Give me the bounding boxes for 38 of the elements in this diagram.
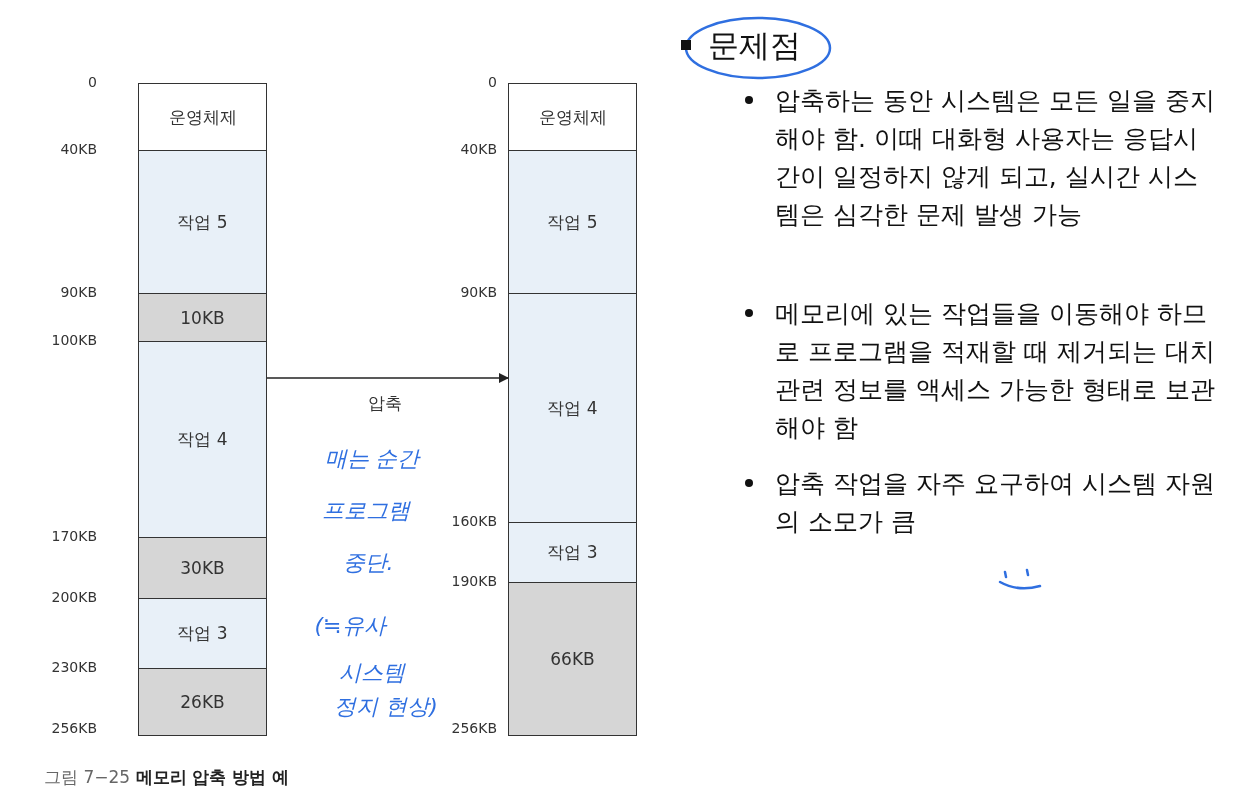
memory-block: 작업 5 [508,150,637,294]
bullet-text: 압축 작업을 자주 요구하여 시스템 자원의 소모가 큼 [775,468,1216,538]
handwritten-note: 시스템 [338,659,407,687]
memory-block: 작업 3 [508,522,637,583]
address-label: 40KB [60,141,97,157]
free-memory-block: 26KB [138,668,267,736]
address-label: 0 [488,74,497,90]
address-label: 200KB [51,589,97,605]
bullet-text: 압축하는 동안 시스템은 모든 일을 중지해야 함. 이때 대화형 사용자는 응답시간이 일정하지 않게 되고, 실시간 시스템은 심각한 문제 발생 가능 [775,85,1216,231]
handwritten-note: 프로그램 [321,497,412,525]
address-label: 170KB [51,528,97,544]
address-label: 256KB [51,720,97,736]
memory-block: 작업 5 [138,150,267,294]
figure-caption: 그림 7−25 메모리 압축 방법 예 [44,766,290,789]
handwritten-note: 정지 현상) [333,693,439,721]
memory-block: 운영체제 [138,83,267,151]
address-label: 0 [88,74,97,90]
address-label: 190KB [451,573,497,589]
memory-block: 작업 3 [138,598,267,669]
address-label: 256KB [451,720,497,736]
address-label: 100KB [51,332,97,348]
handwritten-note: 매는 순간 [323,445,422,473]
free-memory-block: 30KB [138,537,267,599]
memory-block: 작업 4 [138,341,267,538]
free-memory-block: 10KB [138,293,267,342]
address-label: 90KB [60,284,97,300]
address-label: 90KB [460,284,497,300]
address-label: 230KB [51,659,97,675]
arrow [266,372,510,384]
bullet-text: 메모리에 있는 작업들을 이동해야 하므로 프로그램을 적재할 때 제거되는 대치 관련 정보를 액세스 가능한 형태로 보관해야 함 [775,298,1216,444]
memory-block: 운영체제 [508,83,637,151]
heading: 문제점 [708,26,801,65]
address-label: 40KB [460,141,497,157]
memory-block: 작업 4 [508,293,637,523]
address-label: 160KB [451,513,497,529]
handwritten-note: (≒유사 [313,612,389,640]
handwritten-note: 중단. [341,549,395,577]
free-memory-block: 66KB [508,582,637,736]
